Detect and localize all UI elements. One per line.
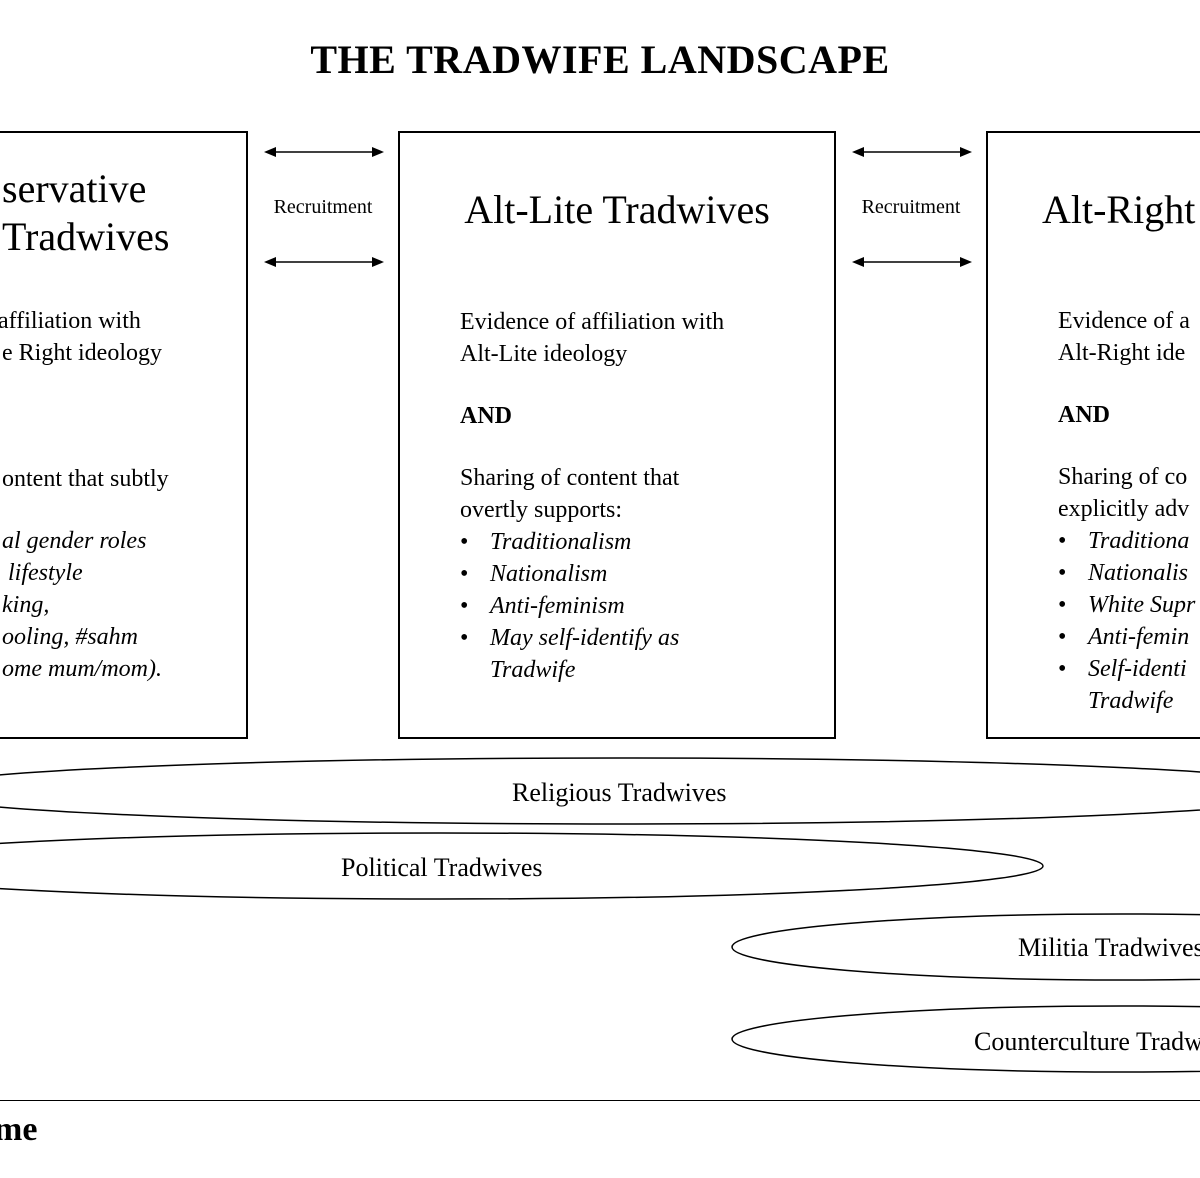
sharing-line: explicitly adv bbox=[1058, 496, 1190, 522]
bullet-item: •Traditiona bbox=[1058, 528, 1190, 554]
box-title: Alt-Right bbox=[1042, 187, 1196, 232]
sharing-line: Sharing of co bbox=[1058, 464, 1188, 490]
double-arrow-icon bbox=[264, 147, 384, 157]
italic-line: king, bbox=[2, 592, 50, 618]
ellipse-religious bbox=[0, 757, 1200, 825]
ellipse-counterculture bbox=[731, 1005, 1200, 1073]
ellipse-political bbox=[0, 832, 1044, 900]
evidence-line: Alt-Right ide bbox=[1058, 340, 1186, 366]
box-body: Evidence of a Alt-Right ide AND Sharing … bbox=[1058, 305, 1195, 717]
box-title: servative Tradwives bbox=[2, 165, 169, 261]
bullet-item: •Anti-feminism bbox=[460, 593, 625, 619]
box-title-line: Tradwives bbox=[2, 214, 170, 259]
bullet-item: •Self-identi bbox=[1058, 656, 1187, 682]
recruitment-label: Recruitment bbox=[861, 196, 961, 218]
bullet-list: •Traditionalism •Nationalism •Anti-femin… bbox=[460, 526, 724, 686]
ellipse-militia bbox=[731, 913, 1200, 981]
evidence-line: e Right ideology bbox=[2, 340, 162, 366]
recruitment-label: Recruitment bbox=[273, 196, 373, 218]
evidence-line: affiliation with bbox=[0, 308, 141, 334]
double-arrow-icon bbox=[852, 147, 972, 157]
bullet-item: •Traditionalism bbox=[460, 529, 632, 555]
evidence-line: Evidence of affiliation with bbox=[460, 309, 725, 335]
double-arrow-icon bbox=[264, 257, 384, 267]
box-title-line: servative bbox=[2, 166, 147, 211]
footer-label: me bbox=[0, 1111, 38, 1148]
italic-line: ome mum/mom). bbox=[2, 656, 162, 682]
italic-line: lifestyle bbox=[8, 560, 83, 586]
box-conservative-tradwives: servative Tradwives affiliation with e R… bbox=[0, 131, 248, 739]
ellipse-label-counterculture: Counterculture Tradw bbox=[974, 1027, 1200, 1056]
box-body: Evidence of affiliation with Alt-Lite id… bbox=[460, 306, 724, 686]
italic-line: ooling, #sahm bbox=[2, 624, 139, 650]
bullet-continuation: Tradwife bbox=[490, 657, 576, 683]
box-alt-right-tradwives: Alt-Right Evidence of a Alt-Right ide AN… bbox=[986, 131, 1200, 739]
sharing-line: overtly supports: bbox=[460, 497, 622, 523]
bullet-item: •Anti-femin bbox=[1058, 624, 1190, 650]
box-alt-lite-tradwives: Alt-Lite Tradwives Evidence of affiliati… bbox=[398, 131, 836, 739]
and-label: AND bbox=[460, 403, 512, 429]
footer-divider bbox=[0, 1100, 1200, 1101]
box-body: affiliation with e Right ideology ontent… bbox=[0, 305, 169, 685]
diagram-title: THE TRADWIFE LANDSCAPE bbox=[310, 37, 890, 82]
ellipse-label-political: Political Tradwives bbox=[341, 853, 543, 882]
sharing-line: ontent that subtly bbox=[2, 466, 169, 492]
double-arrow-icon bbox=[852, 257, 972, 267]
box-title: Alt-Lite Tradwives bbox=[464, 187, 770, 232]
bullet-item: •White Supr bbox=[1058, 592, 1196, 618]
bullet-item: •Nationalis bbox=[1058, 560, 1189, 586]
bullet-item: •Nationalism bbox=[460, 561, 608, 587]
ellipse-label-religious: Religious Tradwives bbox=[512, 778, 727, 807]
sharing-line: Sharing of content that bbox=[460, 465, 680, 491]
bullet-list: •Traditiona •Nationalis •White Supr •Ant… bbox=[1058, 525, 1195, 717]
and-label: AND bbox=[1058, 402, 1110, 428]
bullet-continuation: Tradwife bbox=[1088, 688, 1174, 714]
evidence-line: Evidence of a bbox=[1058, 308, 1190, 334]
ellipse-label-militia: Militia Tradwives bbox=[1018, 933, 1200, 962]
italic-line: al gender roles bbox=[2, 528, 147, 554]
evidence-line: Alt-Lite ideology bbox=[460, 341, 628, 367]
bullet-item: •May self-identify as bbox=[460, 625, 680, 651]
